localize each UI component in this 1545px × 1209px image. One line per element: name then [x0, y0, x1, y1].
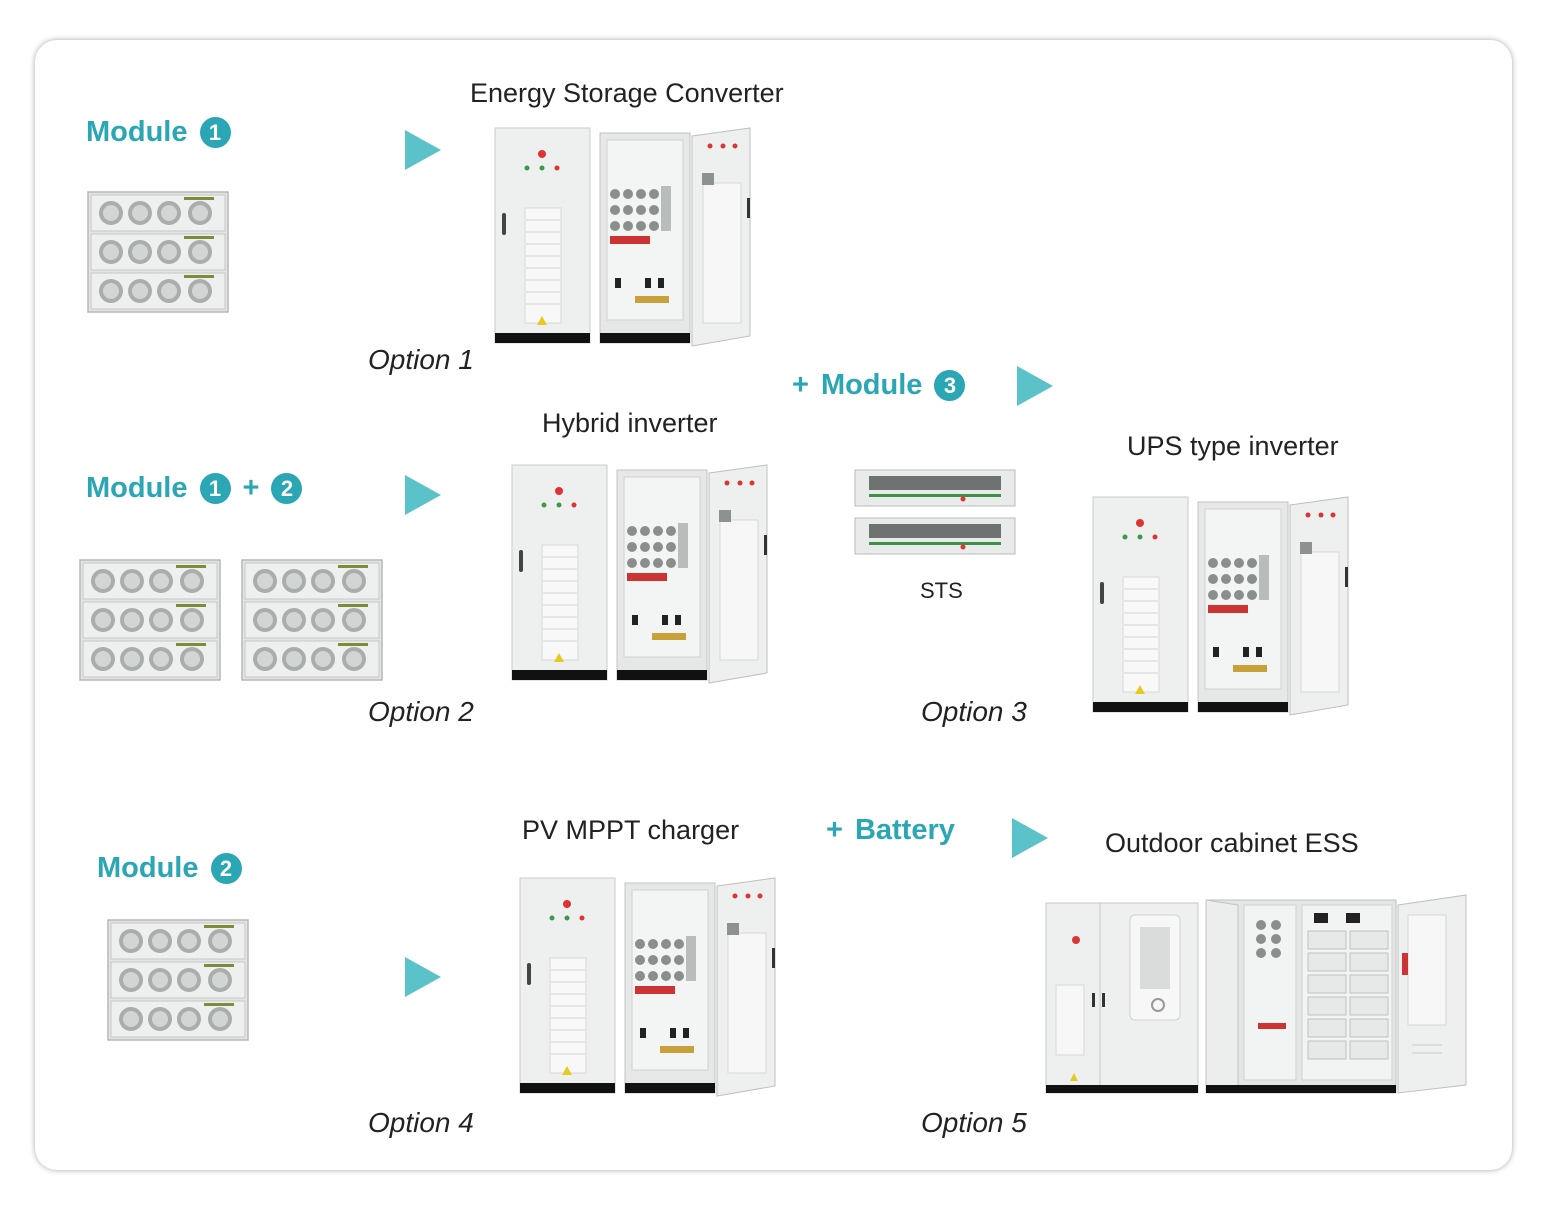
module-text: Module	[86, 116, 188, 148]
title-pv-mppt-charger: PV MPPT charger	[522, 815, 740, 845]
title-outdoor-cabinet-ess: Outdoor cabinet ESS	[1105, 828, 1359, 858]
plus-sign: +	[826, 814, 843, 846]
option-4-label: Option 4	[368, 1107, 474, 1138]
sts-rack-unit-icon	[854, 469, 1016, 507]
option-5-label: Option 5	[921, 1107, 1027, 1138]
module-text: Module	[820, 369, 923, 401]
option-1-label: Option 1	[368, 344, 474, 375]
indoor-cabinet-icon	[519, 877, 776, 1097]
option-3-label: Option 3	[921, 696, 1027, 727]
number-2-badge: 2	[210, 853, 242, 884]
module-1-2-label: Module 1 + 2	[86, 472, 303, 505]
sts-label: STS	[920, 578, 963, 603]
power-module-stack-icon	[108, 920, 252, 1042]
plus-sign: +	[792, 369, 809, 401]
sts-rack-unit-icon	[854, 517, 1016, 555]
title-hybrid-inverter: Hybrid inverter	[542, 408, 718, 438]
battery-text: Battery	[854, 814, 955, 846]
module-1-label: Module 1	[86, 116, 231, 149]
module-text: Module	[97, 852, 199, 884]
outdoor-ess-cabinet-icon	[1045, 894, 1467, 1094]
indoor-cabinet-icon	[511, 464, 768, 684]
number-1-badge: 1	[199, 117, 231, 148]
play-triangle-icon	[405, 957, 441, 997]
indoor-cabinet-icon	[494, 127, 751, 347]
number-1-badge: 1	[199, 473, 231, 504]
module-3-label: + Module 3	[792, 369, 966, 402]
battery-label: + Battery	[826, 814, 955, 847]
module-2-label: Module 2	[97, 852, 242, 885]
play-triangle-icon	[405, 475, 441, 515]
title-ups-type-inverter: UPS type inverter	[1127, 431, 1339, 461]
play-triangle-icon	[405, 130, 441, 170]
plus-sign: +	[242, 472, 260, 504]
play-triangle-icon	[1017, 366, 1053, 406]
number-2-badge: 2	[271, 473, 303, 504]
number-3-badge: 3	[934, 370, 966, 401]
power-module-stack-icon	[242, 560, 386, 682]
power-module-stack-icon	[80, 560, 224, 682]
module-text: Module	[86, 472, 188, 504]
title-energy-storage-converter: Energy Storage Converter	[470, 78, 784, 108]
play-triangle-icon	[1012, 818, 1048, 858]
indoor-cabinet-icon	[1092, 496, 1349, 716]
option-2-label: Option 2	[368, 696, 474, 727]
power-module-stack-icon	[88, 192, 232, 314]
